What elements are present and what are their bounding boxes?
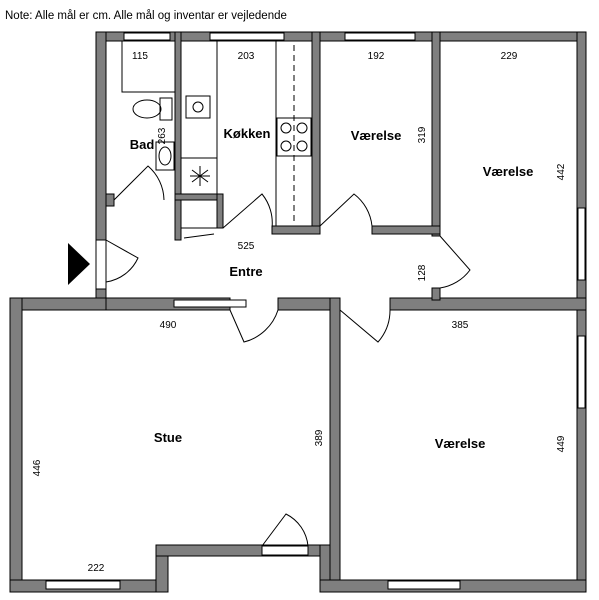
plan-note: Note: Alle mål er cm. Alle mål og invent… xyxy=(5,10,287,22)
stove-burner-2-icon xyxy=(296,122,308,134)
bad-door-swing xyxy=(113,165,165,201)
dim-entre-depth: 128 xyxy=(417,264,428,281)
bad-sink-bowl-icon xyxy=(158,146,172,166)
room-label-vaerelse-bottom: Værelse xyxy=(435,436,486,451)
wall-vaerelse-divider-stub xyxy=(431,287,441,301)
dim-vaerelse-bottom-depth: 449 xyxy=(556,435,567,452)
windows xyxy=(45,32,586,590)
balcony-door-swing xyxy=(261,513,309,547)
entrance-door-swing xyxy=(105,239,139,283)
walls xyxy=(9,31,587,593)
wall-bad-stub xyxy=(105,193,115,207)
wall-left-stue xyxy=(9,297,23,593)
wall-stue-top-left xyxy=(9,297,107,311)
kitchen-counter-left xyxy=(180,40,218,195)
dim-bad-depth: 263 xyxy=(157,127,168,144)
dim-vaerelse-bottom-width: 385 xyxy=(452,320,469,331)
toilet-bowl-icon xyxy=(132,99,162,119)
dim-vaerelse-right-width: 229 xyxy=(501,51,518,62)
dim-vaerelse-top-depth: 319 xyxy=(417,126,428,143)
room-label-vaerelse-top: Værelse xyxy=(351,128,402,143)
room-label-stue: Stue xyxy=(154,430,182,445)
kitchen-sink-drain-icon xyxy=(192,101,204,113)
wall-right xyxy=(576,31,587,593)
wall-stue-vaerelse xyxy=(329,297,341,581)
dim-stue-depth: 389 xyxy=(314,429,325,446)
wall-bad-closet xyxy=(174,193,224,201)
kitchen-sink-icon xyxy=(185,95,211,119)
wall-left-upper xyxy=(95,31,107,241)
wall-room-entre xyxy=(371,225,441,235)
window-vaerelse-top xyxy=(344,32,416,41)
window-bad xyxy=(123,32,171,41)
entrance-door-frame xyxy=(95,239,107,290)
doors xyxy=(68,165,471,556)
entrance-arrow-icon xyxy=(68,243,90,285)
dim-stue-width: 490 xyxy=(160,320,177,331)
dim-vaerelse-right-depth: 442 xyxy=(556,163,567,180)
bad-sink-icon xyxy=(155,141,175,171)
wall-kitchen-room xyxy=(311,31,321,233)
window-vaerelse-bottom-side xyxy=(577,335,586,409)
room-label-bad: Bad xyxy=(130,137,155,152)
dim-stue-niche-width: 222 xyxy=(88,563,105,574)
wall-vaerelse-divider xyxy=(431,31,441,237)
dim-stue-left-depth: 446 xyxy=(32,459,43,476)
toilet-tank-icon xyxy=(159,97,173,121)
vaerelse-right-door-swing xyxy=(439,235,471,289)
wall-entre-room-c xyxy=(389,297,587,311)
stue-door-swing xyxy=(229,309,279,343)
room-label-vaerelse-right: Værelse xyxy=(483,164,534,179)
closet-outline xyxy=(180,199,218,229)
dim-kokken-width: 203 xyxy=(238,51,255,62)
stove-burner-1-icon xyxy=(280,122,292,134)
shower-outline xyxy=(121,41,175,93)
balcony-door-frame xyxy=(261,545,309,556)
window-stue-top xyxy=(173,299,247,308)
wall-kitchen-entre xyxy=(271,225,321,235)
dim-entre-width: 525 xyxy=(238,241,255,252)
window-kitchen xyxy=(209,32,285,41)
vaerelse-top-door-swing xyxy=(319,193,373,227)
wall-closet-right xyxy=(216,193,224,229)
room-label-entre: Entre xyxy=(229,264,262,279)
stove-burner-3-icon xyxy=(280,140,292,152)
stove-burner-4-icon xyxy=(296,140,308,152)
closet-door-line xyxy=(183,233,215,239)
stove-icon xyxy=(276,117,312,157)
window-vaerelse-bottom xyxy=(387,580,461,590)
kitchen-door-swing xyxy=(222,193,273,229)
wall-bad-kitchen xyxy=(174,31,182,241)
dim-bad-width: 115 xyxy=(132,51,148,62)
dim-vaerelse-top-width: 192 xyxy=(368,51,385,62)
kitchen-counter-right xyxy=(275,40,313,227)
room-label-kokken: Køkken xyxy=(224,126,271,141)
window-vaerelse-right xyxy=(577,207,586,281)
window-stue-bottom xyxy=(45,580,121,590)
fridge-icon xyxy=(190,166,210,186)
fixtures xyxy=(121,40,313,239)
vaerelse-bottom-door-swing xyxy=(339,309,391,343)
